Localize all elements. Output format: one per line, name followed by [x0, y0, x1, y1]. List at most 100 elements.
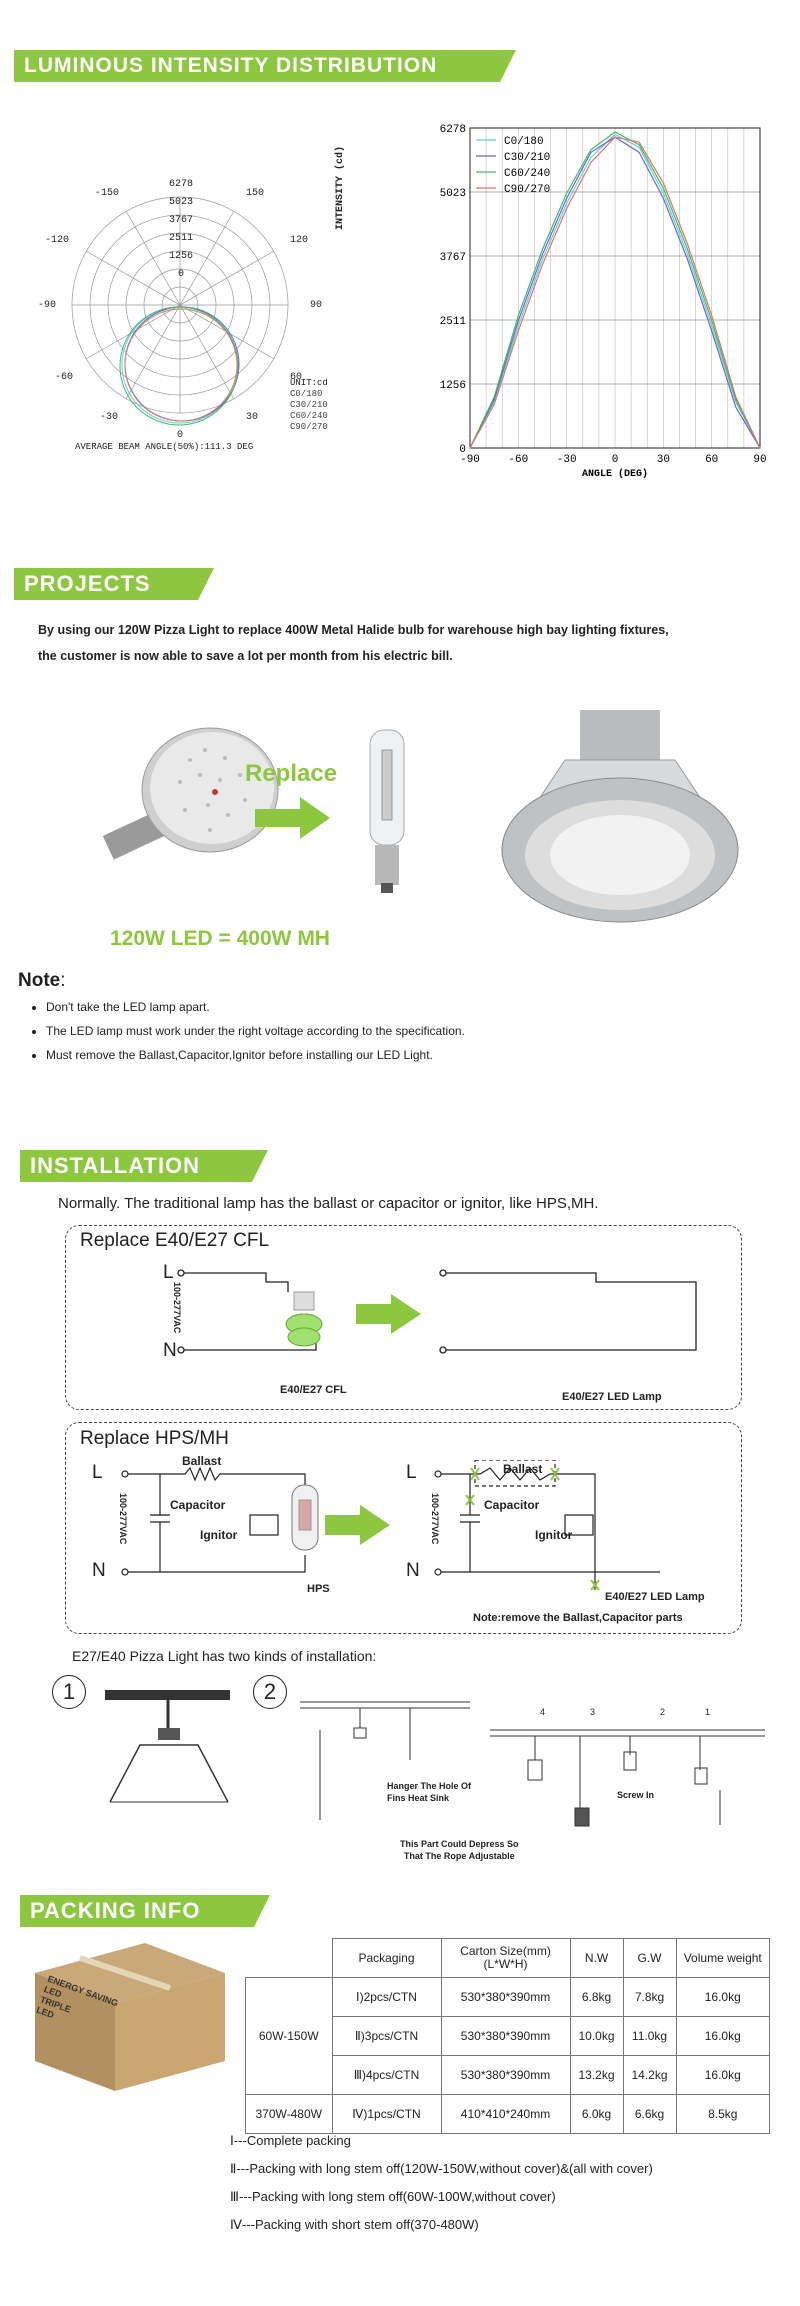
section-banner-luminous: LUMINOUS INTENSITY DISTRIBUTION [14, 50, 516, 82]
hps-live-label: L [92, 1462, 103, 1483]
chart-ytick: 1256 [440, 380, 466, 392]
table-cell: Ⅰ)2pcs/CTN [331, 1977, 442, 2017]
chart-legend-label: C90/270 [504, 184, 550, 196]
polar-radial-label: 0 [177, 269, 184, 280]
method-two-badge: 2 [253, 1675, 287, 1709]
table-cell: 11.0kg [622, 2016, 677, 2056]
table-cell: Ⅲ)4pcs/CTN [331, 2055, 442, 2095]
table-header: (L*W*H) [483, 1957, 528, 1971]
polar-radial-label: 5023 [168, 197, 193, 208]
table-cell: 8.5kg [675, 2094, 770, 2134]
table-cell: 530*380*390mm [440, 1977, 571, 2017]
table-cell: 10.0kg [569, 2016, 624, 2056]
hps-neutral-label: N [92, 1560, 106, 1581]
carton-box-image [35, 1943, 225, 2091]
capacitor-label: Capacitor [170, 1498, 226, 1512]
table-header-row: Packaging Carton Size(mm)(L*W*H) N.W G.W… [246, 1938, 770, 1978]
table-cell: 6.8kg [569, 1977, 624, 2017]
table-cell: 7.8kg [622, 1977, 677, 2017]
projects-description: By using our 120W Pizza Light to replace… [38, 617, 798, 669]
table-header: Packaging [331, 1938, 442, 1978]
table-header: Carton Size(mm) [460, 1944, 551, 1958]
polar-unit: UNIT:cd [290, 378, 328, 388]
table-header: G.W [622, 1938, 677, 1978]
chart-xtick: 60 [705, 454, 718, 466]
polar-angle-label: 90 [310, 300, 323, 311]
installation-kinds: E27/E40 Pizza Light has two kinds of ins… [72, 1648, 377, 1664]
cfl-arrow-icon [356, 1294, 421, 1334]
table-row: 60W-150W Ⅰ)2pcs/CTN 530*380*390mm 6.8kg … [245, 1977, 770, 2095]
hps-arrow-icon [325, 1505, 390, 1545]
installation-intro: Normally. The traditional lamp has the b… [58, 1195, 599, 1212]
polar-angle-label: 60 [290, 372, 303, 383]
screw-in-caption: Screw In [617, 1790, 655, 1800]
projects-description-line: the customer is now able to save a lot p… [38, 649, 453, 663]
packing-legend: Ⅰ---Complete packing Ⅱ---Packing with lo… [230, 2127, 653, 2239]
table-cell: 530*380*390mm [440, 2016, 571, 2056]
chart-legend-label: C0/180 [504, 136, 544, 148]
note-title-text: Note [18, 970, 61, 991]
packing-legend-item: Ⅰ---Complete packing [230, 2133, 351, 2148]
cfl-caption: E40/E27 CFL [280, 1384, 347, 1396]
led-chips [178, 748, 247, 832]
section-banner-installation: INSTALLATION [20, 1150, 268, 1182]
table-cell: Ⅳ)1pcs/CTN [331, 2094, 442, 2134]
note-list: Don't take the LED lamp apart. The LED l… [28, 1000, 465, 1072]
depress-caption-line: That The Rope Adjustable [403, 1851, 515, 1861]
depress-caption-line: This Part Could Depress So [400, 1839, 519, 1849]
pendant-install-drawing [105, 1690, 230, 1803]
table-corner [246, 1939, 333, 1978]
table-header: N.W [569, 1938, 624, 1978]
polar-legend-item: C90/270 [290, 422, 328, 432]
high-bay-fixture-image [501, 710, 739, 923]
polar-angle-label: 120 [290, 235, 309, 246]
table-row: Ⅱ)3pcs/CTN 530*380*390mm 10.0kg 11.0kg 1… [246, 2016, 770, 2056]
hanger-caption-line: Hanger The Hole Of [387, 1781, 472, 1791]
step-label: 4 [540, 1707, 546, 1717]
polar-legend-item: C60/240 [290, 411, 328, 421]
step-label: 2 [660, 1707, 666, 1717]
note-item: Must remove the Ballast,Capacitor,Ignito… [46, 1048, 465, 1062]
table-cell: 16.0kg [675, 2016, 770, 2056]
note-item: Don't take the LED lamp apart. [46, 1000, 465, 1014]
polar-radial-labels: 6278 5023 3767 2511 1256 0 [165, 176, 197, 284]
arrow-right-icon [255, 797, 330, 839]
led-pizza-light-image [102, 727, 279, 860]
hps-note: Note:remove the Ballast,Capacitor parts [473, 1612, 683, 1624]
cfl-replace-box [65, 1225, 742, 1410]
chart-legend-label: C30/210 [504, 152, 550, 164]
live-label: L [163, 1262, 174, 1283]
table-row: Ⅲ)4pcs/CTN 530*380*390mm 13.2kg 14.2kg 1… [246, 2055, 770, 2095]
remove-marks [465, 1467, 600, 1591]
polar-angle-label: 30 [246, 412, 259, 423]
polar-legend-item: C30/210 [290, 400, 328, 410]
hanger-caption-line: Fins Heat Sink [387, 1793, 450, 1803]
chart-xtick: -30 [557, 454, 577, 466]
polar-legend: UNIT:cd C0/180 C30/210 C60/240 C90/270 [290, 378, 328, 433]
method-one-badge: 1 [52, 1675, 86, 1709]
hanger-caption: Hanger The Hole Of Fins Heat Sink [387, 1780, 471, 1804]
table-row: 370W-480W Ⅳ)1pcs/CTN 410*410*240mm 6.0kg… [245, 2094, 770, 2134]
hps-led-live-label: L [406, 1462, 417, 1483]
table-cell: 410*410*240mm [440, 2094, 571, 2134]
chart-ytick: 0 [459, 444, 466, 456]
packing-legend-item: Ⅳ---Packing with short stem off(370-480W… [230, 2217, 479, 2232]
table-group: 370W-480W [245, 2094, 333, 2134]
ballast-label: Ballast [182, 1454, 222, 1468]
chart-series-line [469, 131, 761, 449]
chart-frame [469, 127, 761, 449]
table-cell: 13.2kg [569, 2055, 624, 2095]
replace-label: Replace [245, 760, 338, 787]
hps-bulb-icon [291, 1484, 319, 1551]
chart-ytick: 3767 [440, 252, 466, 264]
chart-xlabel: ANGLE (DEG) [582, 468, 648, 480]
metal-halide-bulb-image [369, 729, 405, 893]
table-cell: 530*380*390mm [440, 2055, 571, 2095]
depress-caption: This Part Could Depress So That The Rope… [400, 1838, 519, 1862]
step-label: 3 [590, 1707, 596, 1717]
section-banner-packing: PACKING INFO [20, 1895, 270, 1927]
led-ballast-label: Ballast [503, 1462, 543, 1476]
polar-angle-label: 150 [246, 188, 265, 199]
table-cell: 16.0kg [675, 1977, 770, 2017]
chart-xtick: 90 [753, 454, 766, 466]
